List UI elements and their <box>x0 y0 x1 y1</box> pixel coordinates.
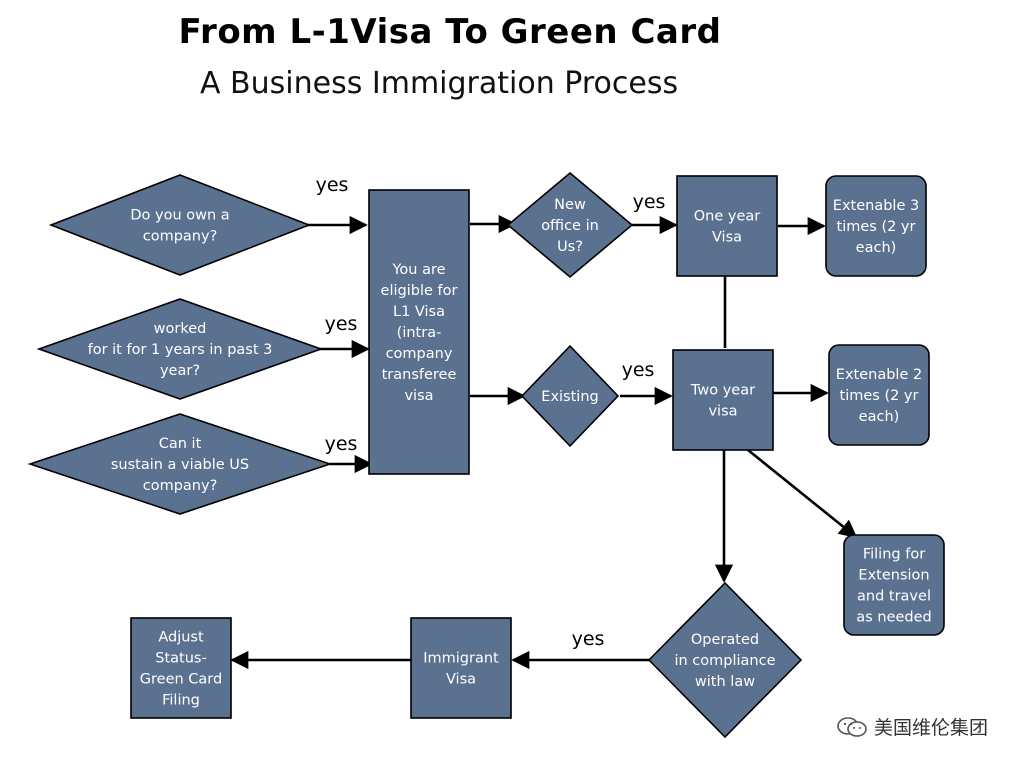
node-text-line: Visa <box>446 672 476 688</box>
edge-label-yes: yes <box>316 174 349 196</box>
node-text-line: company <box>386 346 453 362</box>
node-existing: Existing <box>520 344 620 448</box>
node-text-line: Extension <box>858 568 929 584</box>
node-text-line: Extenable 3 <box>833 198 919 214</box>
edge-label-yes: yes <box>572 628 605 650</box>
node-text-line: Operated <box>691 632 759 648</box>
node-text-line: Two year <box>690 383 755 399</box>
edge-label-yes: yes <box>325 433 358 455</box>
edge-two-year-to-filing-ext <box>747 448 858 539</box>
node-text-line: office in <box>541 218 599 234</box>
node-text-line: visa <box>404 388 433 404</box>
watermark-text: 美国维伦集团 <box>873 717 988 739</box>
node-text-line: Visa <box>712 230 742 246</box>
node-text-line: company? <box>143 478 218 494</box>
node-text-line: sustain a viable US <box>111 457 249 473</box>
node-text-line: eligible for <box>381 283 458 299</box>
node-text-line: Extenable 2 <box>836 367 922 383</box>
edge-label-yes: yes <box>325 313 358 335</box>
node-text-line: Filing <box>162 693 200 709</box>
node-worked: worked for it for 1 years in past 3 year? <box>36 298 324 400</box>
diamond-shape <box>27 413 333 515</box>
node-text-line: company? <box>143 229 218 245</box>
node-text-line: Do you own a <box>130 208 229 224</box>
node-text-line: visa <box>708 404 737 420</box>
edge-labels-layer: yes yes yes yes yes yes <box>316 174 666 650</box>
diamond-shape <box>36 298 324 400</box>
diagram-title: From L-1Visa To Green Card <box>178 12 722 52</box>
node-text-line: worked <box>154 321 207 337</box>
node-text-line: each) <box>856 240 897 256</box>
diamond-shape <box>520 344 620 448</box>
node-text-line: with law <box>695 674 755 690</box>
diamond-shape <box>48 174 312 276</box>
node-text-line: Adjust <box>158 630 204 646</box>
node-text-line: as needed <box>856 610 931 626</box>
node-text-line: transferee <box>382 367 457 383</box>
node-text-line: year? <box>160 363 200 379</box>
node-text-line: times (2 yr <box>840 388 919 404</box>
node-text-line: Immigrant <box>423 651 499 667</box>
node-text-line: and travel <box>857 589 931 605</box>
node-text-line: times (2 yr <box>837 219 916 235</box>
node-ext3: Extenable 3 times (2 yr each) <box>825 175 927 277</box>
diamond-shape <box>647 581 803 739</box>
edge-label-yes: yes <box>633 191 666 213</box>
rect-box <box>676 175 778 277</box>
node-text-line: Filing for <box>863 547 925 563</box>
node-eligible: You are eligible for L1 Visa (intra-company… <box>368 189 470 475</box>
rounded-box <box>828 344 930 446</box>
node-two-year: Two year visa <box>672 349 774 451</box>
node-text-line: You are <box>391 262 445 278</box>
node-ext2: Extenable 2 times (2 yr each) <box>828 344 930 446</box>
node-text-line: Us? <box>557 239 583 255</box>
rect-box <box>672 349 774 451</box>
node-text-line: (intra- <box>397 325 442 341</box>
diagram-subtitle: A Business Immigration Process <box>200 66 679 101</box>
rect-box <box>368 189 470 475</box>
rect-box <box>410 617 512 719</box>
node-new-office: New office in Us? <box>506 171 634 279</box>
node-text-line: for it for 1 years in past 3 <box>88 342 273 358</box>
node-text-line: Green Card <box>140 672 222 688</box>
node-text-line: New <box>554 197 586 213</box>
edges-layer <box>230 214 858 670</box>
diamond-shape <box>506 171 634 279</box>
node-text-line: Can it <box>159 436 202 452</box>
rounded-box <box>825 175 927 277</box>
watermark: 美国维伦集团 <box>836 713 988 740</box>
node-operated: Operated in compliance with law <box>647 581 803 739</box>
node-text-line: Status- <box>155 651 206 667</box>
node-own-company: Do you own a company? <box>48 174 312 276</box>
nodes-layer: Do you own a company? worked for it for 1 y… <box>27 171 945 739</box>
edge-label-yes: yes <box>622 359 655 381</box>
node-text-line: in compliance <box>674 653 775 669</box>
node-text-line: One year <box>694 209 761 225</box>
rect-box <box>130 617 232 719</box>
node-text-line: each) <box>859 409 900 425</box>
node-text-line: L1 Visa <box>393 304 445 320</box>
rounded-box <box>843 534 945 636</box>
wechat-icon <box>837 716 867 737</box>
node-text-line: Existing <box>541 389 598 405</box>
node-sustain: Can it sustain a viable US company? <box>27 413 333 515</box>
